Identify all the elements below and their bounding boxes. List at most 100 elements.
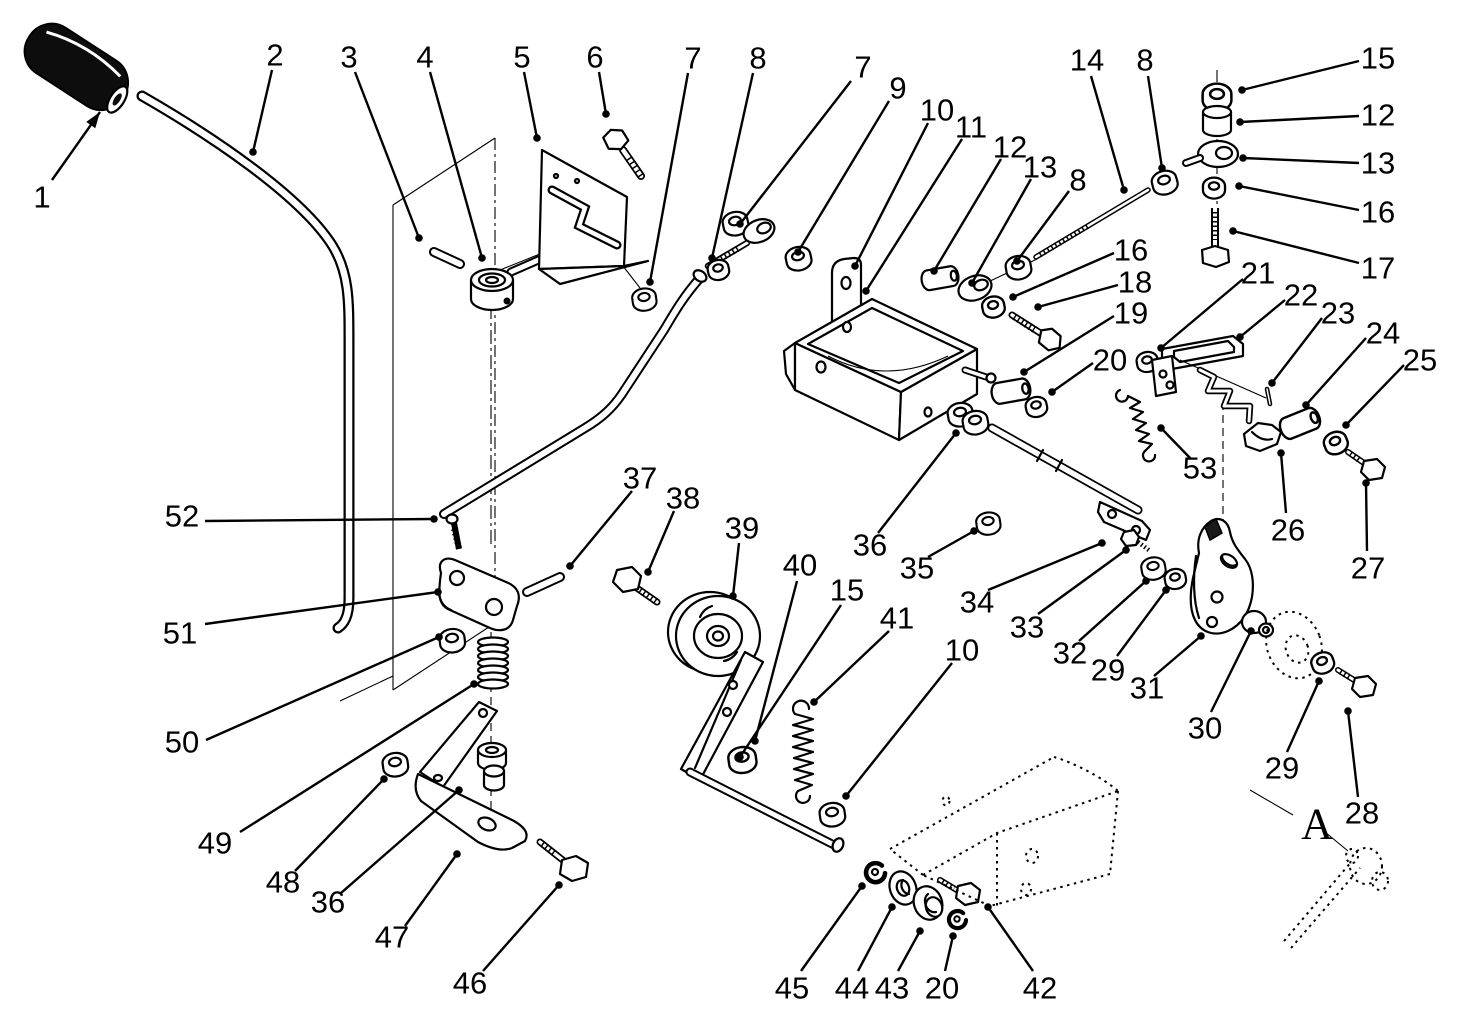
callout-43-54 bbox=[896, 927, 924, 972]
leader-line bbox=[1239, 299, 1286, 338]
callout-48-59 bbox=[294, 775, 388, 872]
callout-15-45 bbox=[736, 604, 842, 761]
callout-label: 30 bbox=[1188, 711, 1222, 746]
leader-dot bbox=[1229, 227, 1237, 235]
callout-label: 28 bbox=[1345, 796, 1379, 831]
leader-line bbox=[1345, 364, 1405, 426]
leader-line bbox=[1146, 75, 1164, 169]
leader-line bbox=[845, 662, 953, 797]
leader-line bbox=[1209, 630, 1253, 713]
leader-dot bbox=[555, 881, 563, 889]
leader-line bbox=[753, 580, 799, 742]
leader-dot bbox=[810, 698, 818, 706]
callout-12-12 bbox=[930, 158, 1003, 275]
callout-label: 16 bbox=[1361, 195, 1395, 230]
callout-label: 34 bbox=[960, 585, 994, 620]
leader-line bbox=[646, 510, 676, 573]
callout-label: 17 bbox=[1361, 251, 1395, 286]
leader-line bbox=[1153, 635, 1202, 677]
leader-dot bbox=[249, 148, 257, 156]
leader-dot bbox=[1157, 344, 1165, 352]
leader-line bbox=[970, 178, 1033, 284]
callout-7-6 bbox=[646, 72, 690, 286]
leader-dot bbox=[1238, 86, 1246, 94]
callout-28-34 bbox=[1344, 707, 1360, 798]
leader-line bbox=[800, 885, 863, 972]
leader-dot bbox=[1247, 627, 1255, 635]
callout-25-30 bbox=[1342, 364, 1405, 429]
leader-dot bbox=[1315, 677, 1323, 685]
callout-16-20 bbox=[1235, 182, 1360, 212]
leader-line bbox=[1160, 427, 1192, 460]
leader-dot bbox=[415, 234, 423, 242]
leader-dot bbox=[1120, 186, 1128, 194]
idler-bolt bbox=[611, 565, 661, 606]
leader-line bbox=[1305, 337, 1367, 406]
leader-dot bbox=[949, 932, 957, 940]
leader-line bbox=[1271, 317, 1323, 384]
callout-44-53 bbox=[856, 903, 896, 972]
callout-label: 47 bbox=[375, 920, 409, 955]
leader-line bbox=[1116, 589, 1167, 657]
callout-label: 8 bbox=[749, 41, 766, 76]
callout-label: 9 bbox=[889, 71, 906, 106]
cam-hardware bbox=[1242, 386, 1387, 482]
leader-dot bbox=[380, 775, 388, 783]
view-leader-line bbox=[1324, 831, 1349, 852]
callout-label: 32 bbox=[1053, 636, 1087, 671]
leader-line bbox=[877, 432, 957, 534]
callout-label: 1 bbox=[33, 180, 50, 215]
leader-arrowhead bbox=[86, 112, 100, 129]
callout-35-42 bbox=[927, 527, 978, 559]
callout-51-62 bbox=[204, 588, 442, 626]
callout-label: 26 bbox=[1271, 513, 1305, 548]
leader-line bbox=[1285, 680, 1321, 753]
leader-dot bbox=[1277, 449, 1285, 457]
callout-13-19 bbox=[1239, 154, 1360, 165]
leader-line bbox=[813, 630, 890, 703]
clutch-rod-assembly bbox=[945, 399, 1189, 592]
leader-line bbox=[1023, 314, 1115, 374]
threaded-rod-assembly bbox=[1033, 82, 1240, 269]
leader-dot bbox=[1236, 333, 1244, 341]
leader-line bbox=[294, 778, 385, 872]
callout-label: 27 bbox=[1351, 551, 1385, 586]
leader-line bbox=[251, 69, 274, 153]
callout-15-17 bbox=[1238, 59, 1360, 94]
callout-label: 36 bbox=[311, 885, 345, 920]
callout-32-39 bbox=[1078, 577, 1150, 642]
callout-36-48 bbox=[340, 786, 463, 894]
callout-20-55 bbox=[943, 932, 957, 972]
callout-11-11 bbox=[862, 138, 964, 295]
callout-8-16 bbox=[1146, 75, 1166, 172]
leader-line bbox=[404, 853, 458, 927]
leader-dot bbox=[842, 792, 850, 800]
leader-dot bbox=[602, 110, 610, 118]
idler-pulley bbox=[666, 590, 762, 678]
leader-dot bbox=[970, 527, 978, 535]
leader-dot bbox=[729, 592, 737, 600]
leader-dot bbox=[1158, 164, 1166, 172]
bellcrank-assembly bbox=[1189, 517, 1378, 699]
callout-label: 15 bbox=[1361, 41, 1395, 76]
lever-nut bbox=[437, 626, 468, 655]
callout-label: 44 bbox=[835, 971, 869, 1006]
leader-line bbox=[1051, 362, 1094, 393]
leader-line bbox=[927, 529, 975, 559]
leader-line bbox=[856, 906, 894, 972]
leader-line bbox=[482, 884, 560, 972]
leader-dot bbox=[930, 267, 938, 275]
leader-line bbox=[204, 517, 435, 523]
callout-label: 29 bbox=[1091, 653, 1125, 688]
callout-label: 51 bbox=[163, 616, 197, 651]
leader-line bbox=[987, 541, 1103, 592]
rod-end-hardware bbox=[864, 861, 982, 930]
leader-line bbox=[896, 930, 922, 972]
leader-dot bbox=[984, 903, 992, 911]
callout-42-56 bbox=[984, 903, 1034, 972]
callout-label: 50 bbox=[165, 725, 199, 760]
idler-housing-box bbox=[782, 256, 997, 442]
callout-7-8 bbox=[736, 80, 852, 228]
callout-label: 15 bbox=[830, 573, 864, 608]
leader-dot bbox=[1013, 257, 1021, 265]
